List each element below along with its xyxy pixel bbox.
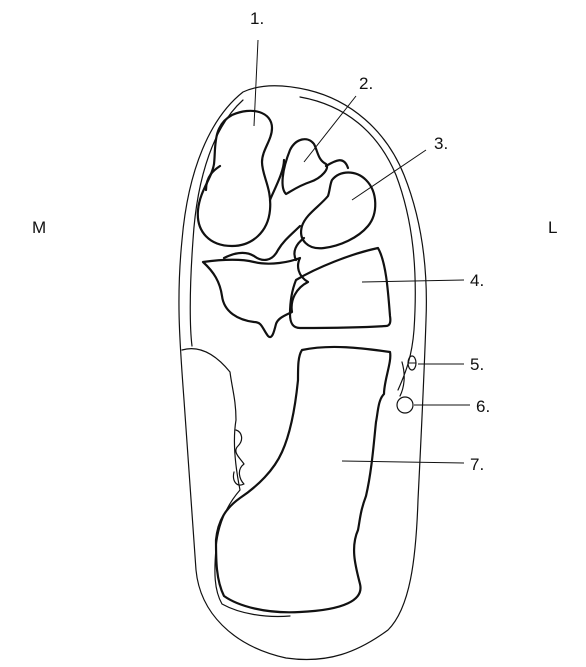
leader-line-7: [342, 461, 464, 463]
leader-line-4: [362, 280, 464, 282]
label-6: 6.: [476, 397, 490, 416]
bone-4-outline: [290, 248, 390, 328]
label-3: 3.: [434, 134, 448, 153]
label-2: 2.: [359, 74, 373, 93]
label-7: 7.: [470, 455, 484, 474]
label-1: 1.: [250, 9, 264, 28]
medial-orientation-label: M: [32, 218, 46, 237]
outer-skin-outline: [179, 86, 426, 660]
bone-2-outline: [283, 139, 328, 194]
label-5: 5.: [470, 355, 484, 374]
structure-6-circle: [397, 397, 413, 413]
bone-7-outline: [216, 347, 390, 612]
medial-tissue-outline: [182, 349, 290, 617]
leader-line-1: [254, 40, 258, 126]
label-4: 4.: [470, 271, 484, 290]
leader-line-3: [352, 150, 426, 200]
bone-3-outline: [301, 173, 375, 249]
lateral-orientation-label: L: [548, 218, 557, 237]
